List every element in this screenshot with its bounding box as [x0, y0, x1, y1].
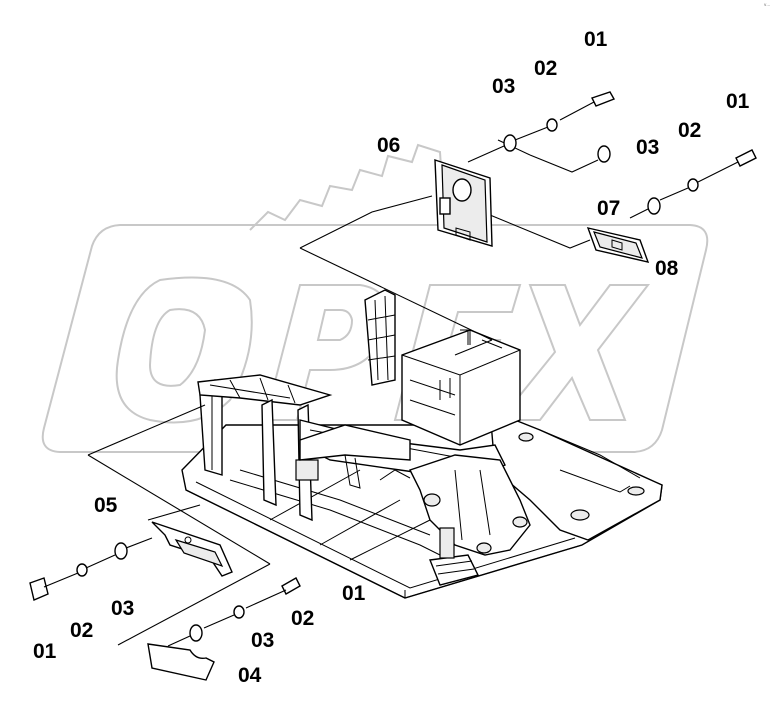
plate-04	[147, 643, 215, 681]
washer-03-bottom	[189, 624, 203, 642]
callout-02-left: 02	[70, 619, 93, 642]
left-fasteners	[29, 537, 153, 601]
watermark-gear	[249, 143, 446, 231]
callout-02-bottom: 02	[291, 607, 314, 630]
ring-07	[597, 145, 611, 163]
callout-06: 06	[377, 134, 400, 157]
callout-08: 08	[655, 257, 679, 280]
rear-box	[401, 329, 521, 446]
washer-03-top	[503, 134, 517, 152]
bolt-bottom	[245, 577, 301, 609]
bolt-left	[29, 572, 79, 601]
washer-03-right	[647, 197, 661, 215]
bolt-right	[697, 149, 757, 183]
washer-02-right	[687, 178, 699, 192]
callout-01-bottom: 01	[342, 582, 366, 605]
bottom-fasteners	[147, 577, 301, 681]
bolt-top	[559, 91, 616, 121]
callout-02-top: 02	[534, 57, 557, 80]
watermark-letter-o	[115, 276, 253, 424]
washer-02-left	[76, 563, 88, 577]
cover-plate-06	[434, 159, 493, 247]
corner-mark: v…	[764, 2, 770, 7]
callout-01-left: 01	[33, 640, 57, 663]
callout-labels: 01 02 03 06 01 02 03 07 08 05 01 02 03 0…	[33, 28, 750, 687]
top-fasteners	[467, 91, 757, 219]
callout-01-top: 01	[584, 28, 608, 51]
washer-02-bottom	[233, 605, 245, 619]
plate-08	[586, 227, 650, 263]
callout-01-right: 01	[726, 90, 750, 113]
callout-03-bottom: 03	[251, 629, 274, 652]
bracket-05	[151, 521, 233, 577]
washer-03-left	[114, 542, 128, 560]
leader-lines	[87, 139, 599, 646]
callout-02-right: 02	[678, 119, 701, 142]
callout-03-left: 03	[111, 597, 134, 620]
step	[429, 554, 480, 586]
callout-04: 04	[238, 664, 262, 687]
main-frame	[181, 289, 663, 599]
watermark-frame	[41, 224, 709, 453]
callout-07: 07	[597, 197, 620, 220]
callout-03-top: 03	[492, 75, 515, 98]
watermark-letter-x	[497, 284, 651, 421]
callout-05: 05	[94, 494, 118, 517]
washer-02-top	[546, 118, 558, 132]
callout-03-right: 03	[636, 136, 659, 159]
